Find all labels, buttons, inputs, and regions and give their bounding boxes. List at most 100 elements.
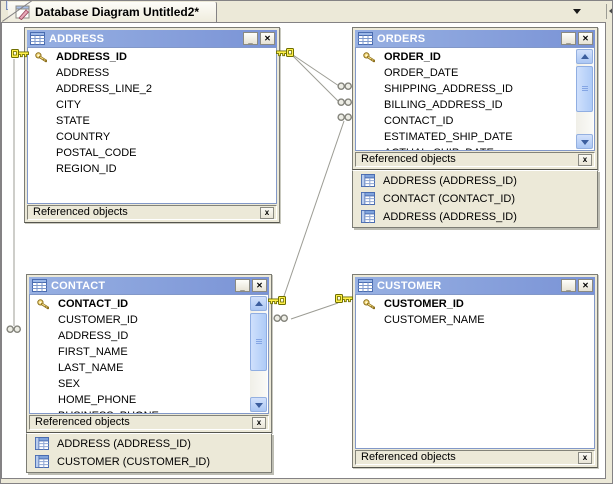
- field-name: BUSINESS_PHONE: [58, 410, 159, 413]
- field-name: CONTACT_ID: [58, 298, 129, 310]
- close-button[interactable]: ✕: [578, 32, 593, 45]
- field-row[interactable]: SHIPPING_ADDRESS_ID: [356, 82, 594, 98]
- referenced-objects-bar[interactable]: Referenced objects x: [27, 205, 277, 220]
- minimize-button[interactable]: _: [561, 32, 576, 45]
- field-row[interactable]: LAST_NAME: [30, 361, 268, 377]
- referenced-object-item[interactable]: CONTACT (CONTACT_ID): [353, 190, 597, 208]
- customer-titlebar[interactable]: CUSTOMER _ ✕: [355, 277, 595, 294]
- close-panel-button[interactable]: x: [252, 416, 266, 429]
- field-row[interactable]: ORDER_DATE: [356, 66, 594, 82]
- referenced-objects-label: Referenced objects: [33, 206, 128, 218]
- customer-field-list: CUSTOMER_ID CUSTOMER_NAME: [355, 294, 595, 449]
- clipped-scroll-control[interactable]: [606, 4, 612, 19]
- tab-title: Database Diagram Untitled2*: [35, 5, 200, 19]
- tab-list-dropdown-icon[interactable]: [573, 9, 581, 14]
- field-row[interactable]: REGION_ID: [28, 162, 276, 178]
- field-row[interactable]: ADDRESS_ID: [30, 329, 268, 345]
- tab-strip: Database Diagram Untitled2*: [1, 1, 612, 22]
- field-name: POSTAL_CODE: [56, 147, 137, 159]
- field-name: LAST_NAME: [58, 362, 124, 374]
- referenced-object-item[interactable]: ADDRESS (ADDRESS_ID): [353, 172, 597, 190]
- table-window-address: ADDRESS _ ✕ ADDRESS_ID ADDRESS ADDRESS_L…: [24, 27, 280, 223]
- table-icon: [358, 279, 373, 292]
- contact-titlebar[interactable]: CONTACT _ ✕: [29, 277, 269, 294]
- referenced-object-item[interactable]: CUSTOMER (CUSTOMER_ID): [27, 453, 271, 471]
- vertical-scrollbar[interactable]: [250, 296, 267, 412]
- field-row[interactable]: POSTAL_CODE: [28, 146, 276, 162]
- field-name: CUSTOMER_ID: [384, 298, 464, 310]
- field-name: REGION_ID: [56, 163, 117, 175]
- field-name: ADDRESS_LINE_2: [56, 83, 152, 95]
- close-icon: ✕: [264, 33, 271, 43]
- referenced-objects-label: Referenced objects: [361, 451, 456, 463]
- primary-key-icon: [37, 299, 49, 310]
- field-name: HOME_PHONE: [58, 394, 137, 406]
- referenced-objects-label: Referenced objects: [35, 416, 130, 428]
- field-row-pk[interactable]: ORDER_ID: [356, 50, 594, 66]
- orders-field-list: ORDER_ID ORDER_DATE SHIPPING_ADDRESS_ID …: [355, 47, 595, 151]
- field-row[interactable]: ADDRESS_LINE_2: [28, 82, 276, 98]
- field-row[interactable]: BILLING_ADDRESS_ID: [356, 98, 594, 114]
- scrollbar-thumb[interactable]: [250, 313, 267, 371]
- primary-key-icon: [35, 52, 47, 63]
- minimize-button[interactable]: _: [235, 279, 250, 292]
- table-icon: [35, 437, 49, 450]
- field-name: ADDRESS_ID: [56, 51, 127, 63]
- scrollbar-thumb[interactable]: [576, 66, 593, 112]
- referenced-object-item[interactable]: ADDRESS (ADDRESS_ID): [353, 208, 597, 226]
- scroll-up-icon[interactable]: [576, 49, 593, 64]
- minimize-button[interactable]: _: [561, 279, 576, 292]
- table-window-contact: CONTACT _ ✕ CONTACT_ID CUSTOMER_ID ADDRE…: [26, 274, 272, 473]
- referenced-object-label: ADDRESS (ADDRESS_ID): [383, 175, 517, 187]
- close-icon: x: [256, 417, 262, 427]
- field-row[interactable]: ACTUAL_SHIP_DATE: [356, 146, 594, 150]
- diagram-canvas[interactable]: ADDRESS _ ✕ ADDRESS_ID ADDRESS ADDRESS_L…: [1, 22, 606, 479]
- customer-title: CUSTOMER: [377, 279, 442, 292]
- vertical-scrollbar[interactable]: [576, 49, 593, 149]
- referenced-objects-bar[interactable]: Referenced objects x: [29, 415, 269, 430]
- thumb-grip: [582, 86, 588, 87]
- referenced-object-label: CONTACT (CONTACT_ID): [383, 193, 515, 205]
- field-name: FIRST_NAME: [58, 346, 128, 358]
- field-row[interactable]: BUSINESS_PHONE: [30, 409, 268, 413]
- field-row[interactable]: ESTIMATED_SHIP_DATE: [356, 130, 594, 146]
- field-name: ORDER_ID: [384, 51, 441, 63]
- field-row-pk[interactable]: CUSTOMER_ID: [356, 297, 594, 313]
- table-icon: [30, 32, 45, 45]
- referenced-object-label: CUSTOMER (CUSTOMER_ID): [57, 456, 210, 468]
- field-name: STATE: [56, 115, 90, 127]
- close-panel-button[interactable]: x: [578, 153, 592, 166]
- referenced-objects-bar[interactable]: Referenced objects x: [355, 152, 595, 167]
- close-panel-button[interactable]: x: [578, 451, 592, 464]
- address-field-list: ADDRESS_ID ADDRESS ADDRESS_LINE_2 CITY S…: [27, 47, 277, 204]
- field-row[interactable]: FIRST_NAME: [30, 345, 268, 361]
- scroll-down-icon[interactable]: [576, 134, 593, 149]
- close-panel-button[interactable]: x: [260, 206, 274, 219]
- referenced-objects-bar[interactable]: Referenced objects x: [355, 450, 595, 465]
- field-row-pk[interactable]: ADDRESS_ID: [28, 50, 276, 66]
- field-row[interactable]: CUSTOMER_ID: [30, 313, 268, 329]
- field-name: ACTUAL_SHIP_DATE: [384, 147, 494, 150]
- field-row[interactable]: STATE: [28, 114, 276, 130]
- referenced-object-item[interactable]: ADDRESS (ADDRESS_ID): [27, 435, 271, 453]
- field-row-pk[interactable]: CONTACT_ID: [30, 297, 268, 313]
- minimize-button[interactable]: _: [243, 32, 258, 45]
- close-button[interactable]: ✕: [578, 279, 593, 292]
- scroll-up-icon[interactable]: [250, 296, 267, 311]
- field-row[interactable]: CONTACT_ID: [356, 114, 594, 130]
- close-button[interactable]: ✕: [260, 32, 275, 45]
- address-titlebar[interactable]: ADDRESS _ ✕: [27, 30, 277, 47]
- orders-titlebar[interactable]: ORDERS _ ✕: [355, 30, 595, 47]
- field-row[interactable]: HOME_PHONE: [30, 393, 268, 409]
- field-row[interactable]: ADDRESS: [28, 66, 276, 82]
- close-icon: ✕: [582, 280, 589, 290]
- close-button[interactable]: ✕: [252, 279, 267, 292]
- field-row[interactable]: SEX: [30, 377, 268, 393]
- orders-title: ORDERS: [377, 32, 426, 45]
- field-row[interactable]: CITY: [28, 98, 276, 114]
- field-row[interactable]: COUNTRY: [28, 130, 276, 146]
- tab-database-diagram[interactable]: Database Diagram Untitled2*: [8, 1, 217, 22]
- scroll-down-icon[interactable]: [250, 397, 267, 412]
- field-row[interactable]: CUSTOMER_NAME: [356, 313, 594, 329]
- minimize-icon: _: [248, 35, 253, 45]
